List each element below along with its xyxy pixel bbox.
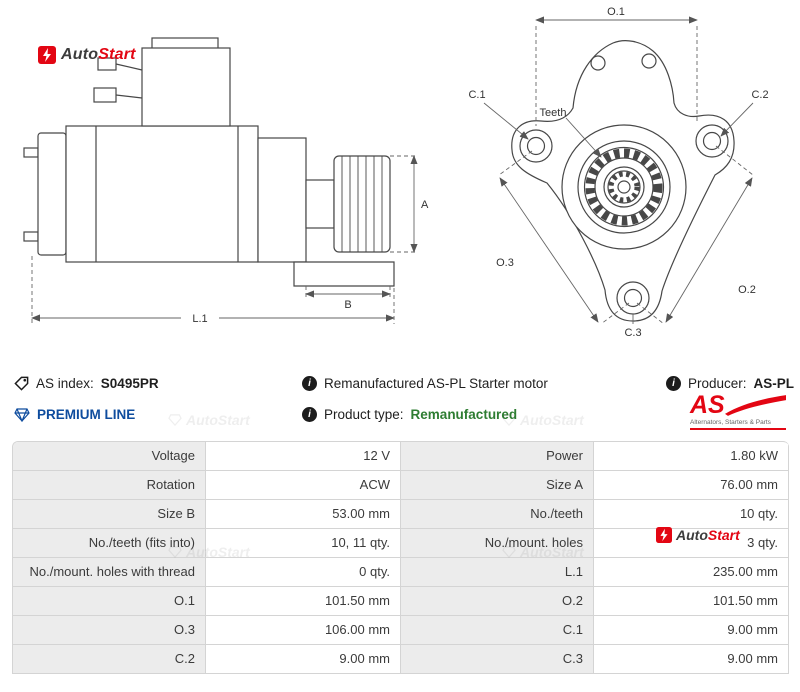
diamond-icon <box>168 414 182 426</box>
info-icon[interactable]: i <box>302 376 317 391</box>
producer-label: Producer: <box>688 376 747 391</box>
lightning-bolt-icon <box>38 46 56 64</box>
dim-label-c1: C.1 <box>468 89 485 101</box>
spec-label: C.2 <box>13 645 206 674</box>
spec-value: 9.00 mm <box>206 645 401 674</box>
autostart-logo: AutoStart <box>38 46 136 64</box>
watermark: AutoStart <box>168 412 250 428</box>
product-description: Remanufactured AS-PL Starter motor <box>324 376 548 391</box>
spec-value: 0 qty. <box>206 558 401 587</box>
dim-label-a: A <box>421 199 429 211</box>
spec-value: 76.00 mm <box>594 471 789 500</box>
spec-label: Power <box>401 442 594 471</box>
dim-label-o2: O.2 <box>738 284 756 296</box>
spec-value: 10, 11 qty. <box>206 529 401 558</box>
spec-value: 1.80 kW <box>594 442 789 471</box>
premium-line-label: PREMIUM LINE <box>37 407 136 422</box>
spec-label: O.1 <box>13 587 206 616</box>
producer-group: i Producer: AS-PL <box>666 376 794 391</box>
spec-value: 9.00 mm <box>594 645 789 674</box>
product-description-group: i Remanufactured AS-PL Starter motor <box>302 376 548 391</box>
spec-label: Size B <box>13 500 206 529</box>
spec-value: 101.50 mm <box>594 587 789 616</box>
spec-label: O.3 <box>13 616 206 645</box>
as-index-label: AS index: <box>36 376 94 391</box>
spec-value: 101.50 mm <box>206 587 401 616</box>
premium-line-group: PREMIUM LINE <box>14 407 135 422</box>
side-view-drawing <box>23 37 395 287</box>
dim-label-b: B <box>344 299 351 311</box>
spec-value: 3 qty. <box>594 529 789 558</box>
product-type-value: Remanufactured <box>410 407 518 422</box>
spec-label: No./teeth <box>401 500 594 529</box>
spec-label: No./mount. holes <box>401 529 594 558</box>
autostart-logo-text: AutoStart <box>61 46 136 63</box>
dim-label-o1: O.1 <box>607 6 625 18</box>
product-type-group: i Product type: Remanufactured <box>302 407 517 422</box>
spec-label: Voltage <box>13 442 206 471</box>
aspl-logo: AS Alternators, Starters & Parts <box>690 391 786 430</box>
front-view-drawing <box>511 40 735 322</box>
spec-value: 9.00 mm <box>594 616 789 645</box>
spec-label: Rotation <box>13 471 206 500</box>
spec-label: No./teeth (fits into) <box>13 529 206 558</box>
tag-icon <box>14 376 29 391</box>
aspl-rule <box>690 428 786 430</box>
spec-value: 235.00 mm <box>594 558 789 587</box>
dim-label-c3: C.3 <box>624 327 641 339</box>
spec-table: Voltage 12 V Power 1.80 kW Rotation ACW … <box>12 441 789 674</box>
spec-label: L.1 <box>401 558 594 587</box>
spec-value: ACW <box>206 471 401 500</box>
teeth-label: Teeth <box>540 107 567 119</box>
technical-drawing: A B L.1 <box>23 6 769 339</box>
spec-label: C.1 <box>401 616 594 645</box>
spec-label: No./mount. holes with thread <box>13 558 206 587</box>
dim-label-o3: O.3 <box>496 257 514 269</box>
spec-value: 10 qty. <box>594 500 789 529</box>
spec-value: 12 V <box>206 442 401 471</box>
producer-value: AS-PL <box>753 376 795 391</box>
aspl-tagline: Alternators, Starters & Parts <box>690 419 771 426</box>
info-icon[interactable]: i <box>666 376 681 391</box>
diamond-icon <box>14 407 30 422</box>
spec-value: 53.00 mm <box>206 500 401 529</box>
spec-label: O.2 <box>401 587 594 616</box>
info-icon[interactable]: i <box>302 407 317 422</box>
spec-label: C.3 <box>401 645 594 674</box>
dim-label-c2: C.2 <box>751 89 768 101</box>
product-type-label: Product type: <box>324 407 404 422</box>
as-index-group: AS index: S0495PR <box>14 376 159 391</box>
as-index-value: S0495PR <box>100 376 159 391</box>
aspl-logo-text: AS <box>690 391 725 419</box>
dim-label-l1: L.1 <box>192 313 207 325</box>
spec-value: 106.00 mm <box>206 616 401 645</box>
aspl-swoosh-icon <box>724 395 786 416</box>
spec-label: Size A <box>401 471 594 500</box>
